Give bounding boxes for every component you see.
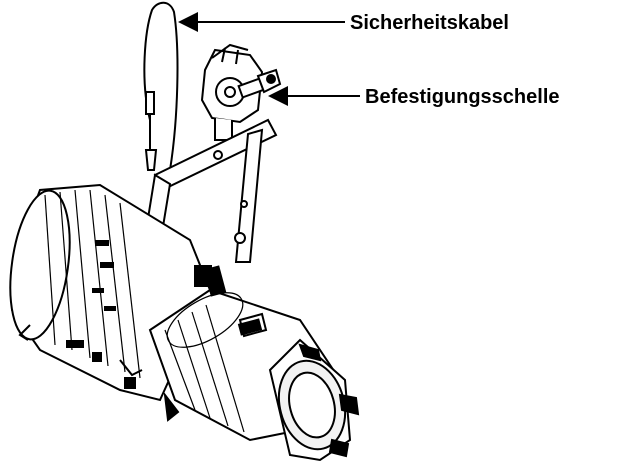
- front-lens: [268, 338, 360, 462]
- mounting-clamp: [200, 43, 282, 141]
- mounting-clamp-label: Befestigungsschelle: [365, 86, 560, 108]
- safety-cable: [143, 1, 179, 171]
- safety-cable-callout: Sicherheitskabel: [178, 12, 509, 34]
- safety-cable-label: Sicherheitskabel: [350, 12, 509, 34]
- mounting-clamp-callout: Befestigungsschelle: [268, 86, 560, 108]
